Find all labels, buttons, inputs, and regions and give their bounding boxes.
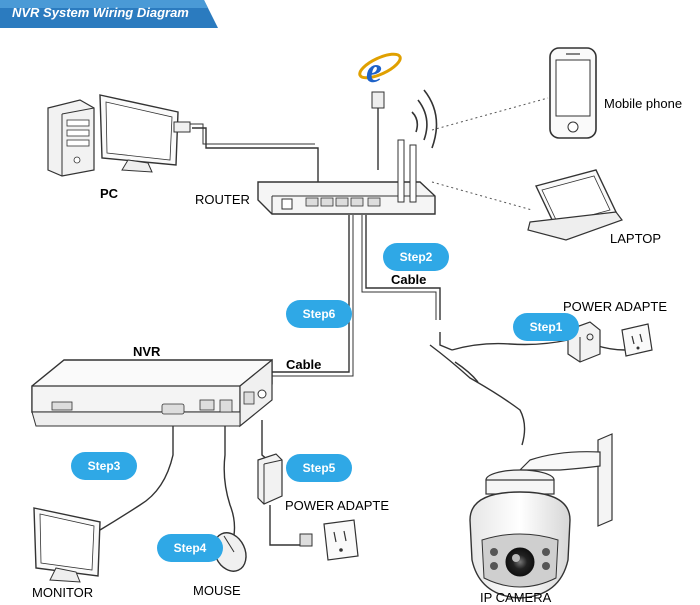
laptop-label: LAPTOP <box>610 231 662 246</box>
pc-router-cable <box>192 127 319 182</box>
router-label: ROUTER <box>195 192 250 207</box>
monitor-icon <box>33 507 101 583</box>
camera-wall-outlet-icon <box>621 323 653 357</box>
camera-harness-cable <box>429 344 526 446</box>
title-banner-shape <box>0 0 218 28</box>
diagram-title: NVR System Wiring Diagram <box>12 5 189 20</box>
nvr-label: NVR <box>133 344 161 359</box>
laptop-icon <box>527 169 623 241</box>
mobile-phone-label: Mobile phone <box>604 96 683 111</box>
mouse-label: MOUSE <box>193 583 241 598</box>
router-camera-cable-label: Cable <box>391 272 427 287</box>
wifi-signal-icon <box>411 89 438 149</box>
step3-badge: Step3 <box>71 452 137 480</box>
camera-power-adapter-label: POWER ADAPTE <box>563 299 668 314</box>
step6-badge: Step6 <box>286 300 352 328</box>
monitor-label: MONITOR <box>32 585 94 600</box>
ip-camera-label: IP CAMERA <box>480 590 552 605</box>
step5-badge: Step5 <box>286 454 352 482</box>
nvr-power-cable <box>261 420 269 461</box>
cables <box>99 108 626 546</box>
nvr-mouse-cable <box>223 425 236 536</box>
svg-text:e: e <box>366 50 382 90</box>
step2-badge: Step2 <box>383 243 449 271</box>
pc-label: PC <box>100 186 119 201</box>
nvr-power-adapter-label: POWER ADAPTE <box>285 498 390 513</box>
router-camera-cable <box>365 215 441 320</box>
title-banner: NVR System Wiring Diagram <box>0 0 218 28</box>
nvr-monitor-cable <box>99 425 174 531</box>
pc-tower-icon <box>47 99 95 177</box>
mobile-phone-icon <box>549 47 597 139</box>
nvr-wall-outlet-icon <box>299 519 359 561</box>
internet-explorer-icon: e <box>358 50 402 109</box>
step1-badge: Step1 <box>513 313 579 341</box>
ip-camera-icon <box>469 433 613 599</box>
wireless-links <box>431 97 549 211</box>
step4-badge: Step4 <box>157 534 223 562</box>
pc-monitor-icon <box>99 94 191 173</box>
router-nvr-cable-label: Cable <box>286 357 322 372</box>
nvr-device-icon <box>31 358 273 428</box>
router-icon <box>257 139 436 215</box>
nvr-power-adapter-icon <box>257 453 283 505</box>
